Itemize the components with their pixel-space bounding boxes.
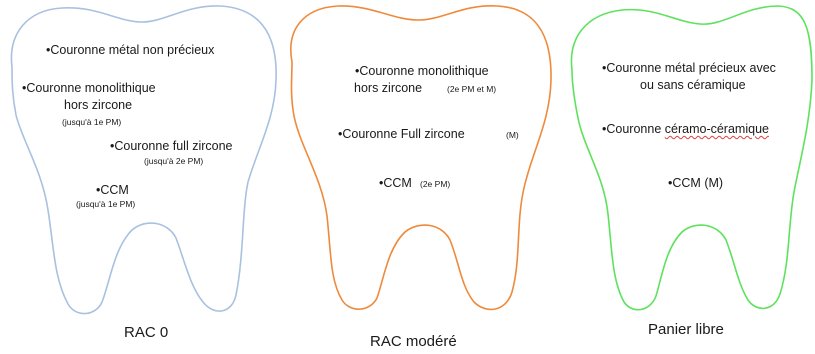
item-ccm: •CCM — [96, 184, 129, 197]
tooth-outline-panier-libre — [571, 6, 812, 310]
caption-rac-0: RAC 0 — [124, 324, 168, 341]
item-couronne-metal-precieux: •Couronne métal précieux avec — [602, 62, 776, 75]
item-couronne-full-zircone-note: (jusqu'à 2e PM) — [144, 157, 203, 166]
item-couronne-monolithique: •Couronne monolithique — [355, 65, 489, 78]
item-couronne-monolithique-line2: hors zircone — [354, 82, 422, 95]
item-couronne-ceramo-prefix: •Couronne — [602, 122, 665, 136]
item-ccm: •CCM (M) — [668, 177, 723, 190]
item-couronne-full-zircone-note: (M) — [506, 131, 519, 140]
item-couronne-full-zircone: •Couronne full zircone — [110, 140, 233, 153]
item-couronne-monolithique-note: (jusqu'à 1e PM) — [62, 118, 121, 127]
item-couronne-ceramo-ceramique: •Couronne céramo-céramique — [602, 123, 769, 136]
caption-panier-libre: Panier libre — [648, 321, 724, 338]
item-ccm: •CCM — [379, 177, 412, 190]
item-couronne-metal-precieux-line2: ou sans céramique — [640, 79, 746, 92]
item-couronne-full-zircone: •Couronne Full zircone — [338, 128, 465, 141]
item-couronne-monolithique-note: (2e PM et M) — [447, 85, 496, 94]
item-ccm-note: (jusqu'à 1e PM) — [76, 200, 135, 209]
tooth-outline-rac-modere — [291, 6, 551, 310]
spellcheck-underlined-word: céramo-céramique — [665, 122, 769, 136]
item-couronne-monolithique-line2: hors zircone — [64, 99, 132, 112]
item-couronne-monolithique: •Couronne monolithique — [22, 82, 156, 95]
item-couronne-metal-non-precieux: •Couronne métal non précieux — [46, 44, 214, 57]
caption-rac-modere: RAC modéré — [370, 333, 457, 350]
item-ccm-note: (2e PM) — [420, 180, 450, 189]
